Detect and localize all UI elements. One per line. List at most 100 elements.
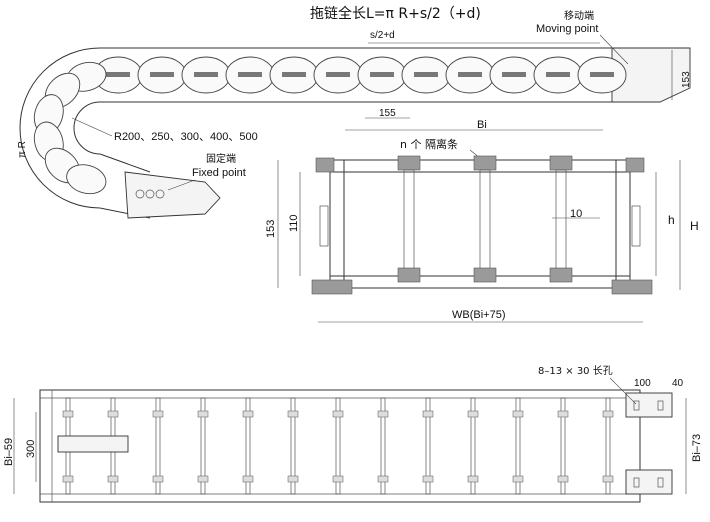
lower-slot-2 xyxy=(657,477,664,488)
moving-end-bracket xyxy=(611,47,691,103)
bottom-right-mount xyxy=(611,279,653,295)
crossbar-lower-clip-5 xyxy=(242,475,254,483)
crossbar-lower-clip-13 xyxy=(602,475,614,483)
pitch-155-label: 155 xyxy=(379,108,396,119)
separator-count-label: n 个 隔离条 xyxy=(400,137,458,151)
crossbar-lower-clip-4 xyxy=(197,475,209,483)
section-view: Bi n 个 隔离条 153 xyxy=(265,119,699,323)
dim-10-label: 10 xyxy=(570,208,582,220)
right-lower-tab xyxy=(625,469,673,495)
crossbar-lower-clip-3 xyxy=(152,475,164,483)
crossbar-lower-clip-7 xyxy=(332,475,344,483)
crossbar-upper-clip-4 xyxy=(197,410,209,418)
chain-link-mark-7 xyxy=(370,72,394,77)
top-view: 8–13 × 30 长孔 100 40 Bi–59 300 Bi–73 xyxy=(3,365,703,503)
section-left-side-plate xyxy=(329,159,345,289)
s2d-label: s/2+d xyxy=(370,30,395,41)
crossbar-5 xyxy=(245,397,251,495)
crossbar-8 xyxy=(380,397,386,495)
chain-link-mark-4 xyxy=(238,72,262,77)
separator-3-top-cap xyxy=(549,155,573,171)
chain-link-mark-9 xyxy=(458,72,482,77)
crossbar-upper-clip-12 xyxy=(557,410,569,418)
dim-100-label: 100 xyxy=(634,378,651,389)
bi-label: Bi xyxy=(477,119,487,131)
side-view: s/2+d 153 155 移动端 Moving point π R R200、… xyxy=(17,9,692,219)
crossbar-4 xyxy=(200,397,206,495)
dim-110-label: 110 xyxy=(288,214,300,232)
dim-40-label: 40 xyxy=(672,378,684,389)
crossbar-upper-clip-11 xyxy=(512,410,524,418)
upper-chain-links xyxy=(93,56,627,94)
dim-153-label: 153 xyxy=(265,220,277,238)
bottom-left-mount xyxy=(311,279,353,295)
separator-3-bottom-cap xyxy=(549,267,573,283)
bend-inner-arc xyxy=(73,101,101,155)
lower-slot-1 xyxy=(633,477,640,488)
chain-link-mark-6 xyxy=(326,72,350,77)
right-upper-tab xyxy=(625,392,673,418)
crossbar-11 xyxy=(515,397,521,495)
slot-leader xyxy=(609,377,637,405)
crossbar-upper-clip-7 xyxy=(332,410,344,418)
crossbar-lower-clip-2 xyxy=(107,475,119,483)
chain-link-mark-12 xyxy=(590,72,614,77)
crossbar-7 xyxy=(335,397,341,495)
upper-slot-2 xyxy=(657,400,664,411)
dim-bi59-label: Bi–59 xyxy=(3,438,15,466)
crossbar-upper-clip-9 xyxy=(422,410,434,418)
crossbar-upper-clip-3 xyxy=(152,410,164,418)
moving-point-leader xyxy=(599,34,629,65)
crossbar-upper-clip-13 xyxy=(602,410,614,418)
crossbar-upper-clip-5 xyxy=(242,410,254,418)
left-fixed-end-plate xyxy=(57,435,129,453)
separator-1-top-cap xyxy=(397,155,421,171)
crossbar-10 xyxy=(470,397,476,495)
top-left-clamp xyxy=(315,157,335,173)
crossbar-upper-clip-2 xyxy=(107,410,119,418)
crossbar-6 xyxy=(290,397,296,495)
top-view-outline xyxy=(39,389,641,503)
crossbar-13 xyxy=(605,397,611,495)
top-right-clamp xyxy=(625,157,645,173)
right-inner-slot xyxy=(631,205,641,247)
dim-bi73-label: Bi–73 xyxy=(691,434,703,462)
height-153-label: 153 xyxy=(681,71,692,88)
fixed-hole-2 xyxy=(145,189,155,199)
separator-3 xyxy=(549,155,573,283)
fixed-point-en: Fixed point xyxy=(192,167,246,179)
dim-h-label: h xyxy=(668,213,675,227)
moving-point-cn: 移动端 xyxy=(564,9,594,22)
crossbar-lower-clip-8 xyxy=(377,475,389,483)
radius-options-label: R200、250、300、400、500 xyxy=(114,131,258,143)
fixed-hole-1 xyxy=(135,189,145,199)
separator-2-bottom-cap xyxy=(473,267,497,283)
crossbar-3 xyxy=(155,397,161,495)
dim-300-label: 300 xyxy=(25,440,37,458)
separator-3-bar xyxy=(555,169,567,277)
bend-link-6 xyxy=(66,164,107,195)
fixed-point-cn: 固定端 xyxy=(206,152,236,165)
wb-label: WB(Bi+75) xyxy=(452,309,506,321)
bend-outer-arc xyxy=(19,47,101,209)
upper-slot-1 xyxy=(633,400,640,411)
crossbar-lower-clip-6 xyxy=(287,475,299,483)
crossbar-upper-clip-6 xyxy=(287,410,299,418)
section-right-side-plate xyxy=(615,159,631,289)
crossbar-upper-clip-10 xyxy=(467,410,479,418)
title-text: 拖链全长L=π R+s/2（+d) xyxy=(310,5,481,22)
crossbar-lower-clip-9 xyxy=(422,475,434,483)
fixed-end-bracket xyxy=(124,171,221,219)
moving-point-en: Moving point xyxy=(536,23,598,35)
chain-link-mark-5 xyxy=(282,72,306,77)
top-view-crossbars xyxy=(62,397,614,495)
separator-2 xyxy=(473,155,497,283)
pi-r-label: π R xyxy=(17,141,28,158)
slot-spec-label: 8–13 × 30 长孔 xyxy=(538,365,613,377)
separator-1-bottom-cap xyxy=(397,267,421,283)
chain-link-mark-2 xyxy=(150,72,174,77)
chain-link-mark-8 xyxy=(414,72,438,77)
separator-2-bar xyxy=(479,169,491,277)
crossbar-upper-clip-8 xyxy=(377,410,389,418)
